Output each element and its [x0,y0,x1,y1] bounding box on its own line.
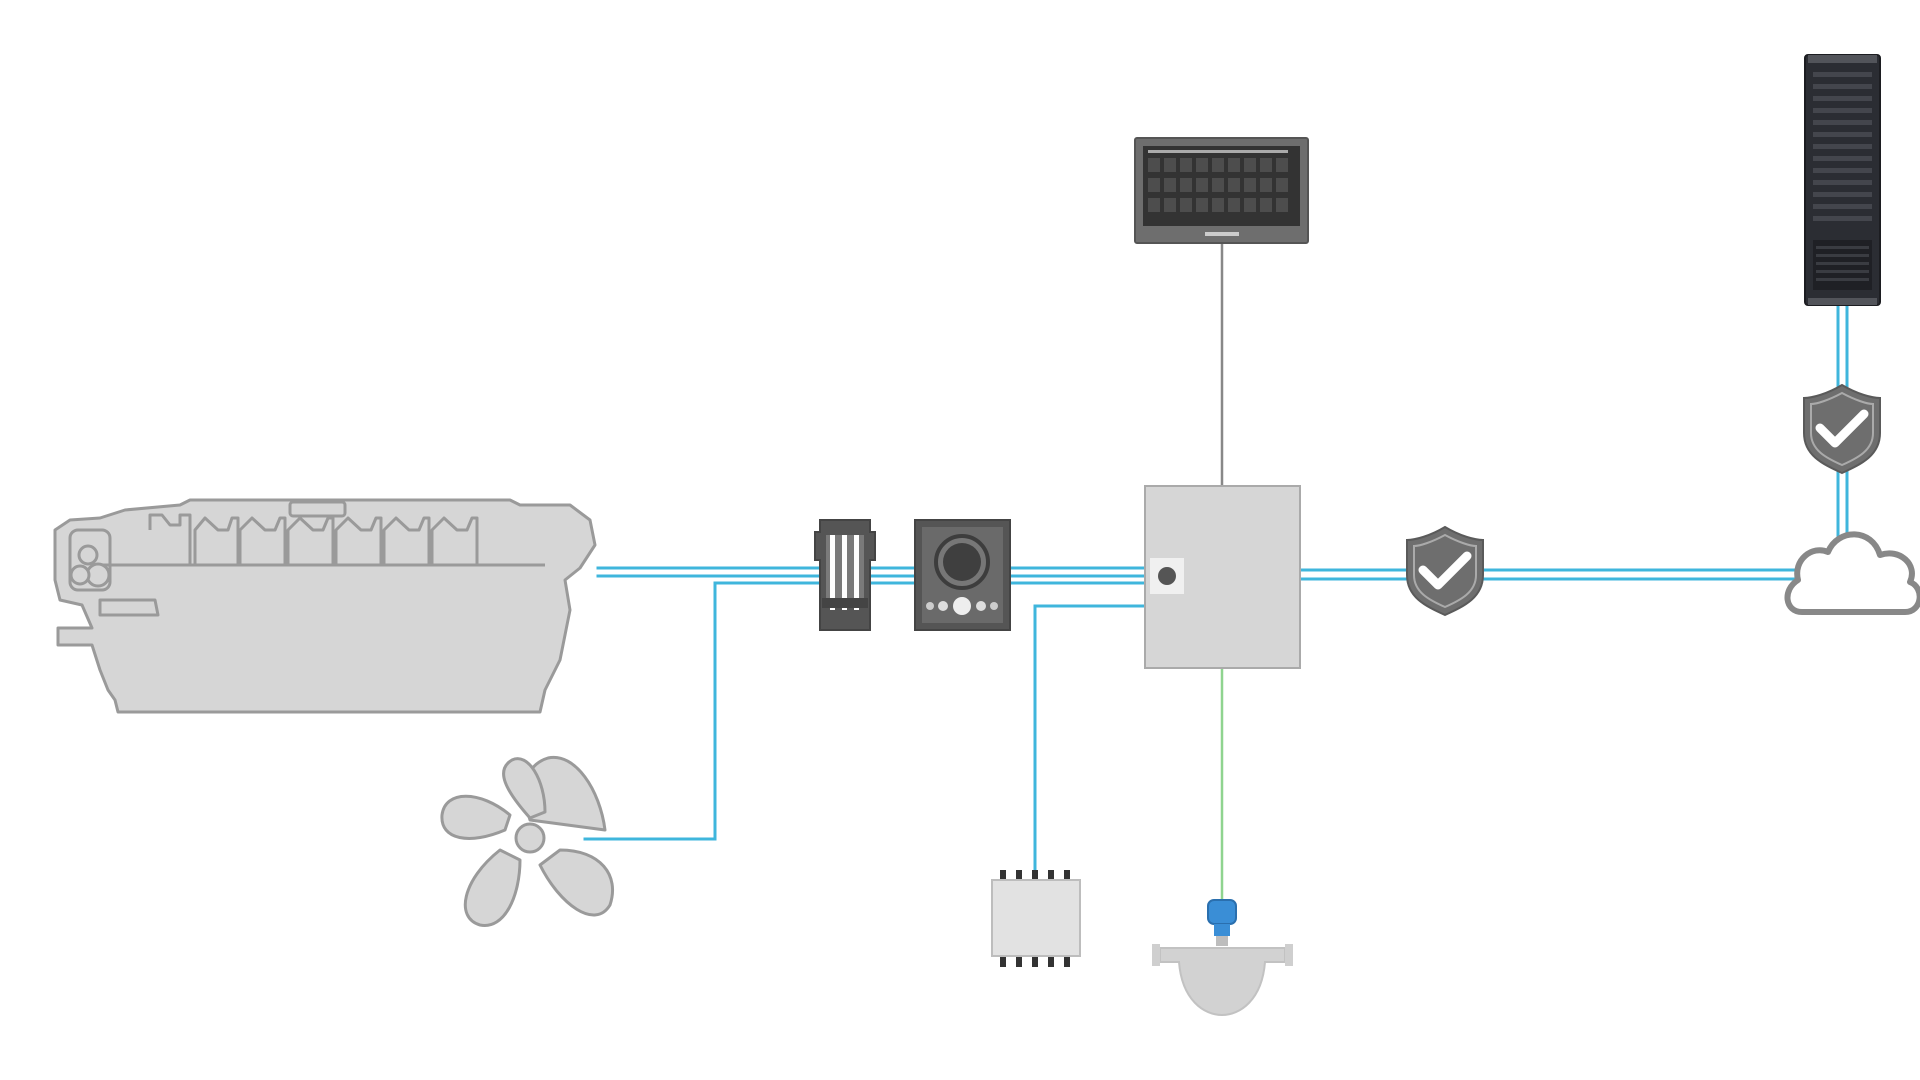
cloud-security-shield [1803,383,1881,475]
io-module-icon [991,870,1081,967]
terminal-block-icon [814,519,876,631]
link-io-to-controller [1033,604,1152,882]
marine-engine-icon [53,498,597,714]
shield-check-icon [1406,525,1484,617]
propeller-icon [440,755,615,927]
flow-meter-icon [1152,899,1293,1017]
control-cabinet-icon [1144,485,1301,669]
control-panel-icon [914,519,1011,631]
link-engine-to-controller [596,566,1152,578]
link-controller-to-cloud [1300,568,1797,581]
cloud-icon [1784,531,1920,615]
monitor-display-icon [1134,137,1309,244]
server-rack-icon [1804,54,1881,306]
shield-check-icon [1803,383,1881,475]
connections [583,238,1849,907]
gateway-security-shield [1406,525,1484,617]
